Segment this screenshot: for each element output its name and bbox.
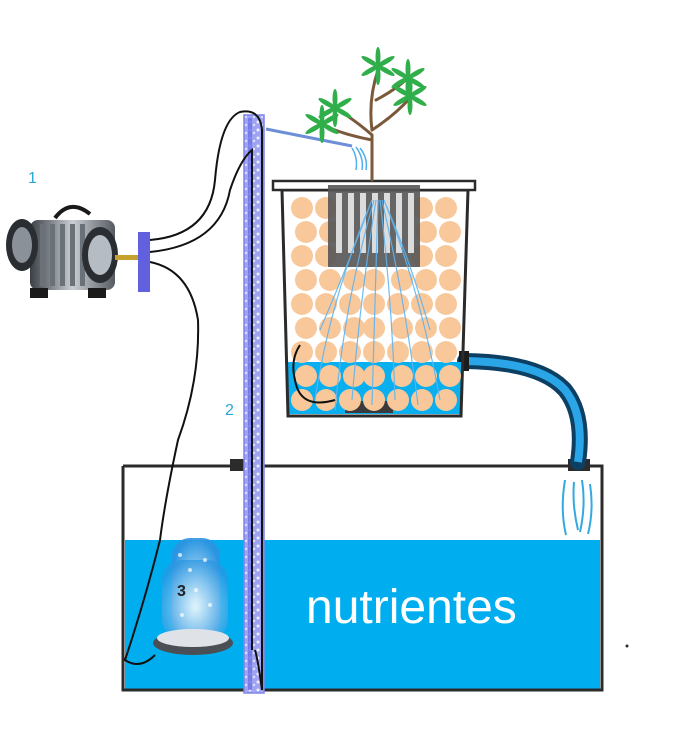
clay-pebble bbox=[363, 269, 385, 291]
clay-pebble bbox=[391, 317, 413, 339]
clay-pebble bbox=[291, 197, 313, 219]
clay-pebble bbox=[295, 221, 317, 243]
airlift-outflow-pipe bbox=[265, 127, 353, 148]
clay-pebble bbox=[415, 365, 437, 387]
clay-pebble bbox=[435, 293, 457, 315]
airlift-tube-number: 2 bbox=[225, 402, 234, 419]
leaf bbox=[391, 68, 409, 79]
air-manifold bbox=[138, 232, 150, 292]
air-stone: 3 bbox=[153, 538, 233, 655]
leaf bbox=[405, 77, 411, 97]
leaf bbox=[409, 95, 427, 106]
clay-pebble bbox=[363, 389, 385, 411]
clay-pebble bbox=[411, 341, 433, 363]
air-stone-number: 3 bbox=[177, 583, 186, 600]
clay-pebble bbox=[363, 365, 385, 387]
water-drip bbox=[351, 146, 368, 171]
leaf bbox=[407, 77, 425, 88]
leaf bbox=[407, 95, 413, 115]
leaf bbox=[393, 95, 411, 106]
clay-pebble bbox=[319, 317, 341, 339]
air-lines bbox=[123, 110, 336, 691]
plant-roots bbox=[314, 199, 441, 411]
clay-pebble bbox=[435, 341, 457, 363]
clay-pebble bbox=[295, 317, 317, 339]
clay-pebble bbox=[435, 197, 457, 219]
leaf bbox=[332, 89, 338, 109]
clay-pebble bbox=[439, 221, 461, 243]
clay-pebble bbox=[315, 293, 337, 315]
leaf bbox=[361, 56, 379, 67]
plant bbox=[305, 47, 427, 182]
leaf bbox=[377, 56, 395, 67]
clay-pebble bbox=[439, 317, 461, 339]
airlift-tube: 2 bbox=[225, 114, 265, 694]
clay-pebble bbox=[411, 389, 433, 411]
leaf bbox=[407, 68, 425, 79]
leaf bbox=[334, 107, 352, 118]
clay-pebble bbox=[415, 317, 437, 339]
reservoir-label: nutrientes bbox=[306, 581, 517, 634]
leaf bbox=[377, 65, 395, 76]
clay-pebble bbox=[435, 245, 457, 267]
leaf bbox=[409, 86, 427, 97]
return-hose bbox=[457, 353, 588, 470]
air-pump-number: 1 bbox=[28, 170, 37, 187]
leaf bbox=[334, 98, 352, 109]
air-pump: 1 bbox=[6, 170, 150, 298]
clay-pebble bbox=[291, 389, 313, 411]
dot-mark bbox=[625, 644, 629, 648]
clay-pebble bbox=[415, 221, 437, 243]
leaf bbox=[321, 123, 339, 134]
clay-pebble bbox=[387, 341, 409, 363]
leaf bbox=[305, 123, 323, 134]
clay-pebble bbox=[391, 269, 413, 291]
clay-pebble bbox=[319, 365, 341, 387]
clay-pebble bbox=[291, 341, 313, 363]
clay-pebble bbox=[439, 365, 461, 387]
leaf bbox=[361, 65, 379, 76]
clay-pebble bbox=[415, 269, 437, 291]
clay-pebble bbox=[363, 293, 385, 315]
leaf bbox=[375, 47, 381, 67]
return-water-stream bbox=[561, 479, 593, 536]
clay-pebble bbox=[387, 389, 409, 411]
leaf bbox=[375, 65, 381, 85]
leaf bbox=[321, 114, 339, 125]
clay-pebble bbox=[439, 269, 461, 291]
leaf bbox=[318, 98, 336, 109]
clay-pebble bbox=[315, 389, 337, 411]
clay-pebble bbox=[291, 293, 313, 315]
clay-pebble bbox=[339, 389, 361, 411]
clay-pebble bbox=[435, 389, 457, 411]
clay-pebble bbox=[391, 365, 413, 387]
leaf bbox=[405, 59, 411, 79]
clay-pebble bbox=[315, 341, 337, 363]
clay-pebble bbox=[295, 269, 317, 291]
reservoir-outline bbox=[121, 464, 604, 692]
leaf bbox=[319, 123, 325, 143]
leaf bbox=[391, 77, 409, 88]
lid-fitting-left bbox=[230, 459, 244, 471]
clay-pebble bbox=[291, 245, 313, 267]
leaf bbox=[319, 105, 325, 125]
leaf bbox=[305, 114, 323, 125]
clay-pebble bbox=[319, 269, 341, 291]
clay-pebble bbox=[295, 365, 317, 387]
